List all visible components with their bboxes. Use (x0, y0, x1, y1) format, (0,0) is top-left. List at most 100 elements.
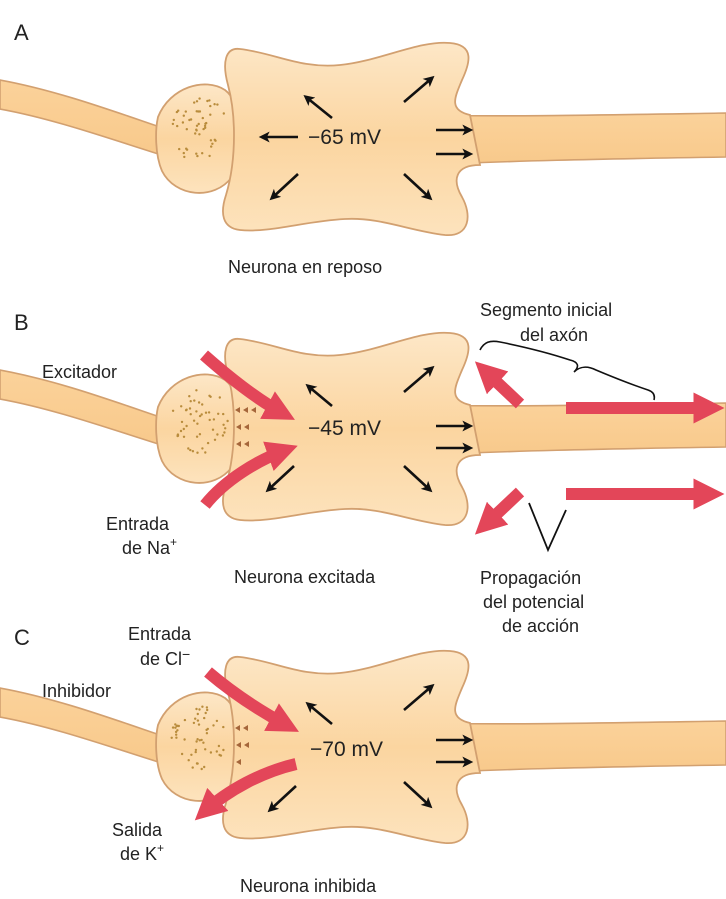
vesicle-dot (197, 719, 199, 721)
vesicle-dot (199, 415, 201, 417)
vesicle-dot (196, 155, 198, 157)
vesicle-dot (202, 742, 204, 744)
vesicle-dot (198, 133, 200, 135)
panel-b-voltage: −45 mV (308, 417, 381, 440)
propagation-pointer (529, 503, 566, 550)
vesicle-dot (212, 429, 214, 431)
vesicle-dot (210, 145, 212, 147)
vesicle-dot (188, 759, 190, 761)
vesicle-dot (176, 125, 178, 127)
vesicle-dot (217, 413, 219, 415)
vesicle-dot (175, 737, 177, 739)
vesicle-dot (206, 706, 208, 708)
vesicle-dot (178, 148, 180, 150)
vesicle-dot (196, 125, 198, 127)
vesicle-dot (183, 428, 185, 430)
vesicle-dot (190, 754, 192, 756)
k-exit-label-2: de K+ (120, 841, 164, 864)
vesicle-dot (204, 748, 206, 750)
vesicle-dot (181, 753, 183, 755)
excitador-label: Excitador (42, 362, 117, 382)
vesicle-dot (183, 436, 185, 438)
vesicle-dot (176, 725, 178, 727)
na-entry-label-1: Entrada (106, 514, 170, 534)
vesicle-dot (208, 411, 210, 413)
vesicle-dot (207, 728, 209, 730)
vesicle-dot (185, 110, 187, 112)
vesicle-dot (195, 708, 197, 710)
vesicle-dot (202, 117, 204, 119)
vesicle-dot (175, 731, 177, 733)
vesicle-dot (222, 434, 224, 436)
vesicle-dot (171, 737, 173, 739)
vesicle-dot (183, 156, 185, 158)
vesicle-dot (183, 738, 185, 740)
vesicle-dot (186, 128, 188, 130)
vesicle-dot (211, 143, 213, 145)
vesicle-dot (209, 114, 211, 116)
vesicle-dot (172, 410, 174, 412)
vesicle-dot (196, 452, 198, 454)
vesicle-dot (203, 766, 205, 768)
vesicle-dot (194, 132, 196, 134)
vesicle-dot (214, 139, 216, 141)
panel-b: B −45 (0, 300, 726, 636)
vesicle-dot (216, 750, 218, 752)
vesicle-dot (185, 148, 187, 150)
vesicle-dot (216, 720, 218, 722)
vesicle-dot (196, 100, 198, 102)
vesicle-dot (193, 101, 195, 103)
vesicle-dot (172, 726, 174, 728)
vesicle-dot (204, 451, 206, 453)
vesicle-dot (201, 447, 203, 449)
panel-a: A −65 mV Neurona en reposo (0, 20, 726, 277)
vesicle-dot (199, 739, 201, 741)
vesicle-dot (189, 449, 191, 451)
vesicle-dot (196, 436, 198, 438)
vesicle-dot (209, 105, 211, 107)
vesicle-dot (222, 413, 224, 415)
vesicle-dot (190, 413, 192, 415)
vesicle-dot (172, 123, 174, 125)
panel-c: C −70 mV Entrada de Cl− Inhibidor Salida… (0, 624, 726, 896)
vesicle-dot (195, 410, 197, 412)
vesicle-dot (197, 713, 199, 715)
propagation-label-3: de acción (502, 616, 579, 636)
vesicle-dot (204, 127, 206, 129)
vesicle-dot (185, 409, 187, 411)
panel-c-letter: C (14, 625, 30, 650)
vesicle-dot (206, 732, 208, 734)
backprop-arrow (484, 370, 520, 404)
vesicle-dot (213, 418, 215, 420)
vesicle-dot (183, 115, 185, 117)
vesicle-dot (187, 447, 189, 449)
vesicle-dot (201, 403, 203, 405)
vesicle-dot (184, 719, 186, 721)
vesicle-dot (196, 423, 198, 425)
vesicle-dot (201, 706, 203, 708)
segment-label-1: Segmento inicial (480, 300, 612, 320)
vesicle-dot (209, 396, 211, 398)
vesicle-dot (198, 723, 200, 725)
vesicle-dot (219, 396, 221, 398)
k-exit-label-1: Salida (112, 820, 163, 840)
vesicle-dot (185, 425, 187, 427)
vesicle-dot (213, 103, 215, 105)
vesicle-dot (177, 433, 179, 435)
vesicle-dot (195, 389, 197, 391)
vesicle-dot (183, 152, 185, 154)
vesicle-dot (209, 419, 211, 421)
panel-a-caption: Neurona en reposo (228, 257, 382, 277)
vesicle-dot (210, 139, 212, 141)
na-entry-label-2: de Na+ (122, 535, 177, 558)
panel-c-caption: Neurona inhibida (240, 876, 377, 896)
vesicle-dot (180, 430, 182, 432)
vesicle-dot (223, 431, 225, 433)
panel-a-letter: A (14, 20, 29, 45)
vesicle-dot (198, 97, 200, 99)
cl-entry-label-2: de Cl− (140, 646, 190, 669)
vesicle-dot (192, 766, 194, 768)
vesicle-dot (223, 112, 225, 114)
vesicle-dot (196, 738, 198, 740)
